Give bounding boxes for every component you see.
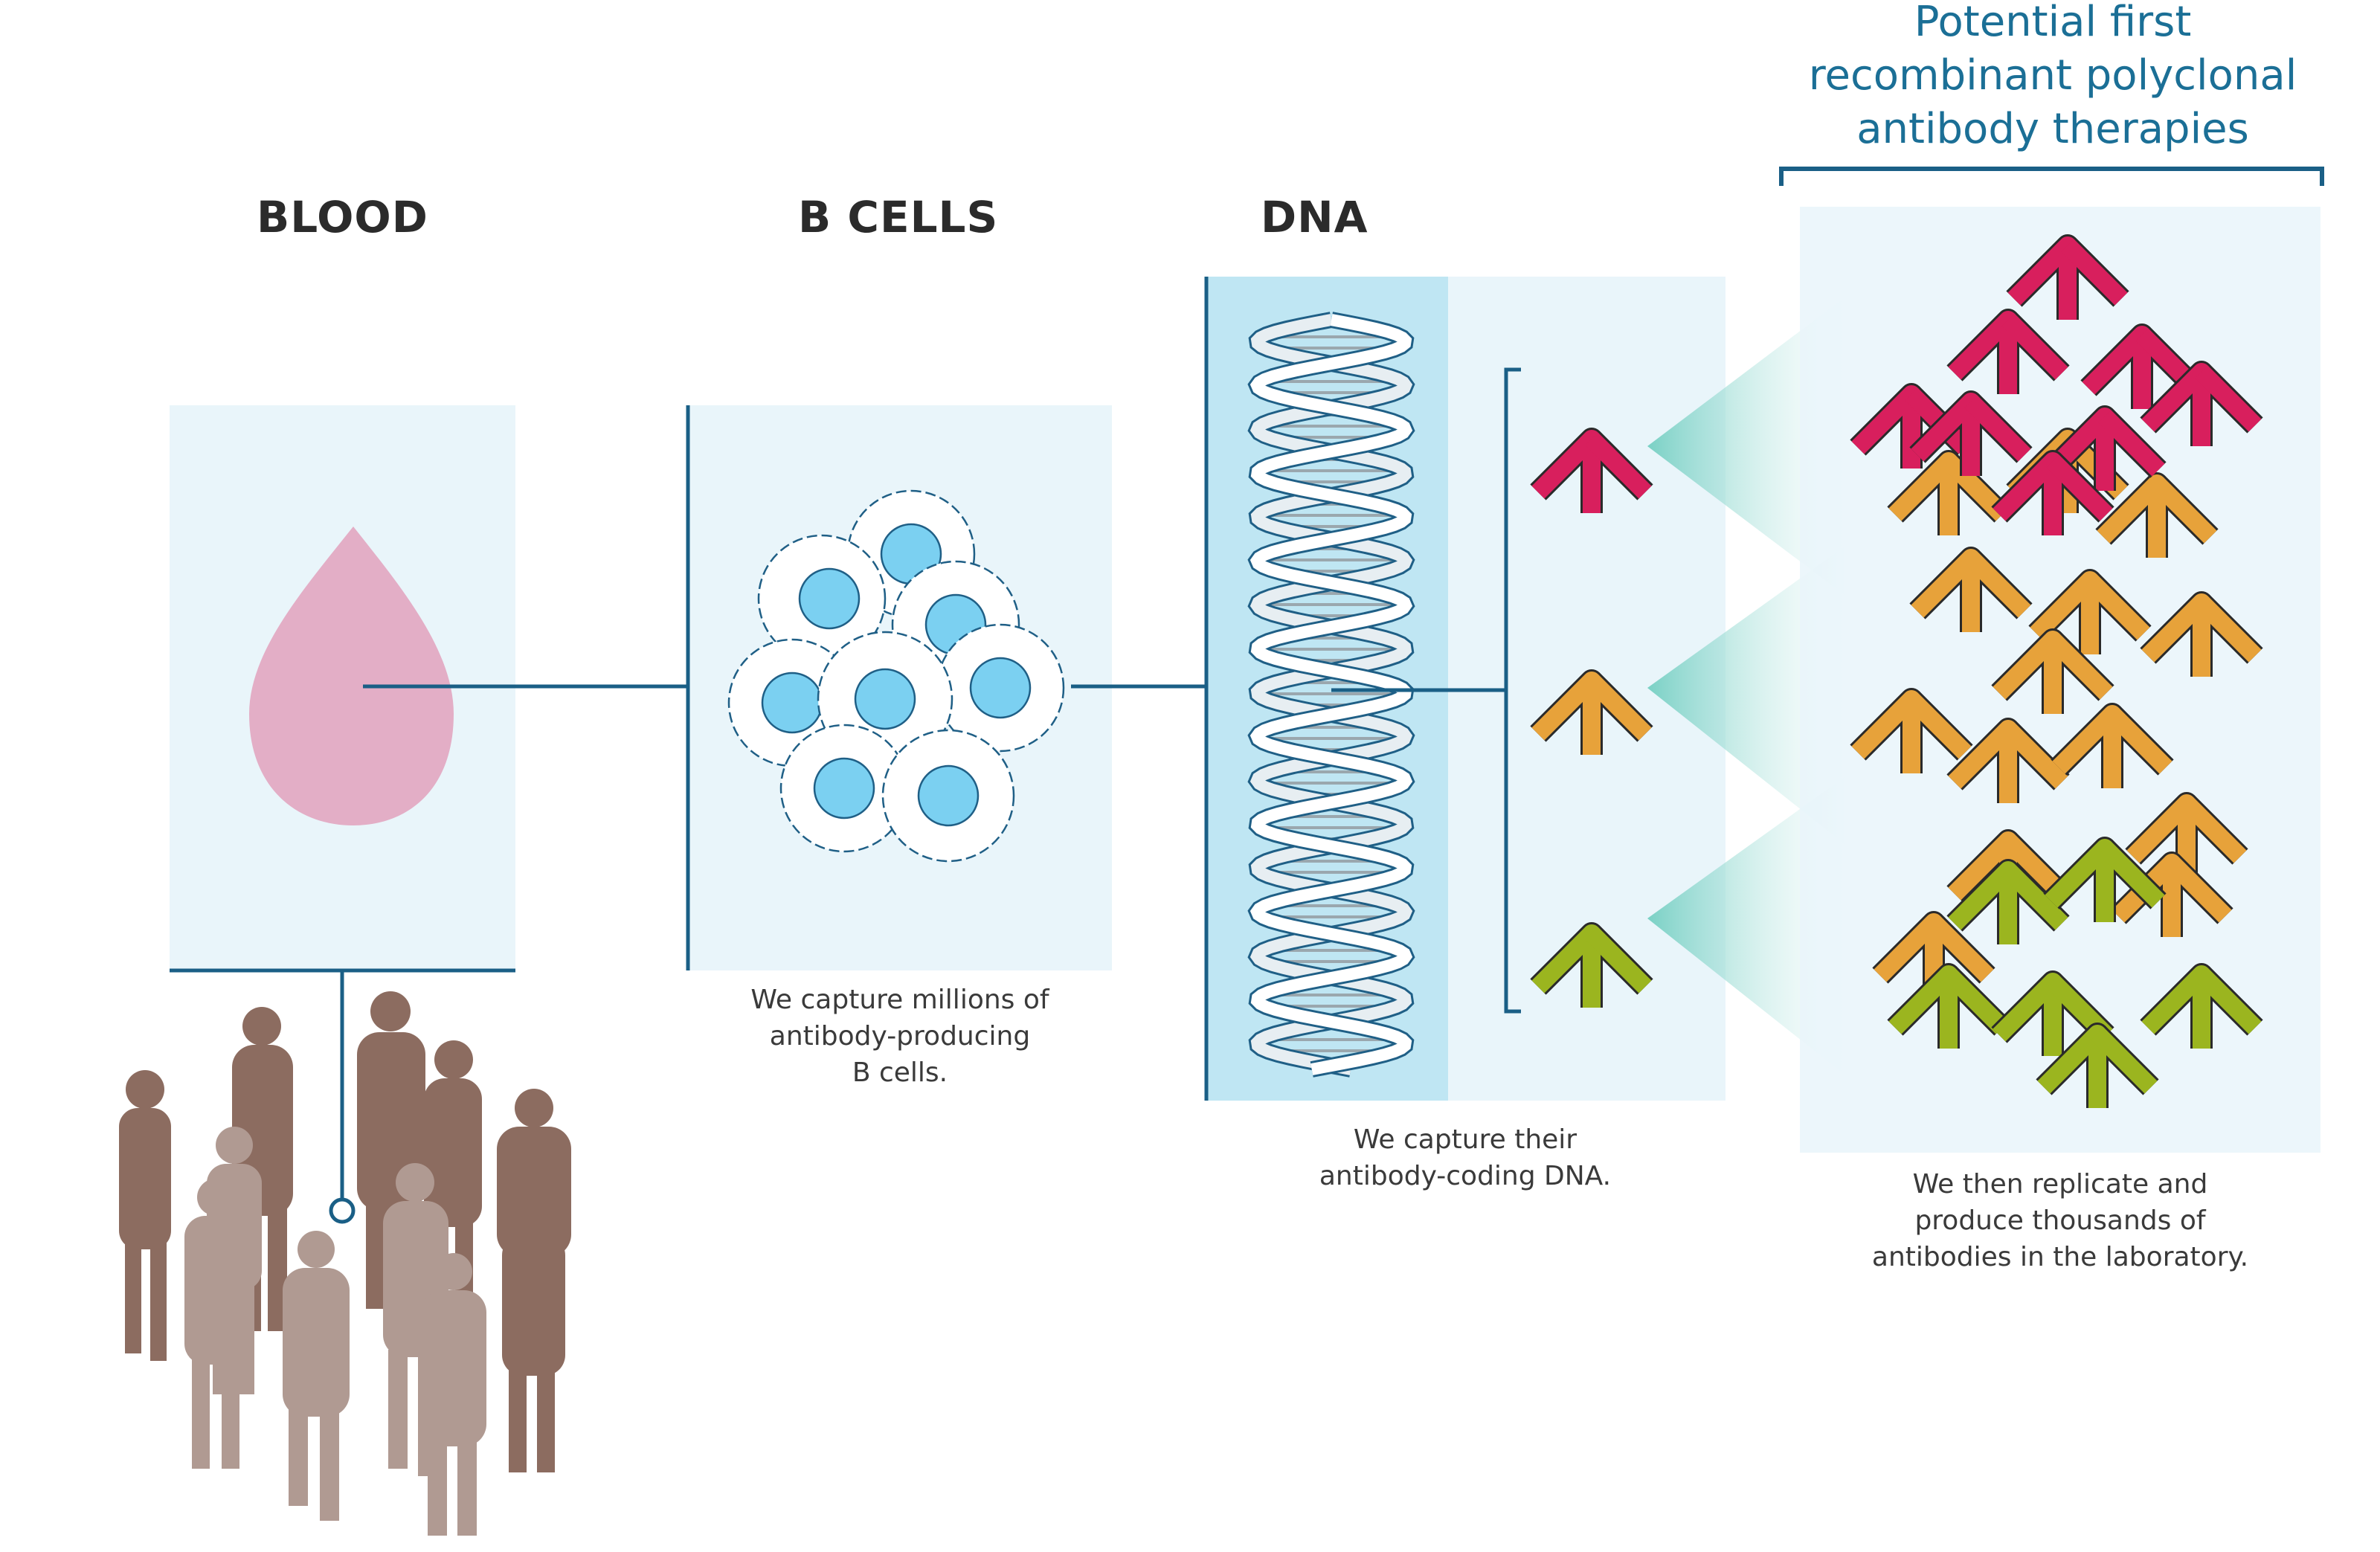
therapies-title-line: recombinant polyclonal [1808, 51, 2297, 100]
b-cells-panel [686, 405, 1112, 970]
heading-b-cells: B CELLS [798, 192, 999, 242]
dna-helix-icon [1247, 312, 1415, 1078]
caption-line: B cells. [852, 1057, 948, 1088]
people-silhouette-icon [119, 991, 571, 1536]
caption-line: antibody-coding DNA. [1319, 1161, 1612, 1191]
b-cell-cluster [727, 489, 1065, 863]
b-cell-icon [757, 534, 887, 663]
projection-beams [1647, 297, 1844, 1075]
caption-line: We capture millions of [750, 985, 1049, 1015]
heading-blood: BLOOD [257, 192, 428, 242]
dna-panel [1204, 277, 1726, 1101]
caption-line: antibody-producing [769, 1021, 1031, 1052]
therapies-title-line: antibody therapies [1856, 105, 2249, 153]
caption-line: produce thousands of [1914, 1205, 2206, 1236]
b-cell-icon [881, 729, 1015, 863]
therapies-title-line: Potential first [1914, 0, 2192, 46]
b-cells-caption: We capture millions of antibody-producin… [669, 982, 1130, 1091]
dna-caption: We capture their antibody-coding DNA. [1235, 1121, 1696, 1194]
caption-line: We then replicate and [1912, 1169, 2208, 1200]
lab-caption: We then replicate and produce thousands … [1815, 1166, 2306, 1275]
caption-line: antibodies in the laboratory. [1871, 1242, 2249, 1272]
connector-lines [329, 684, 1206, 1224]
b-cell-icon [936, 623, 1065, 753]
blood-drop-icon [249, 527, 454, 825]
laboratory-panel [1779, 167, 2324, 1153]
therapies-title: Potential first recombinant polyclonal a… [1770, 0, 2335, 156]
caption-line: We capture their [1353, 1124, 1577, 1155]
b-cell-icon [779, 724, 909, 853]
heading-dna: DNA [1261, 192, 1368, 242]
